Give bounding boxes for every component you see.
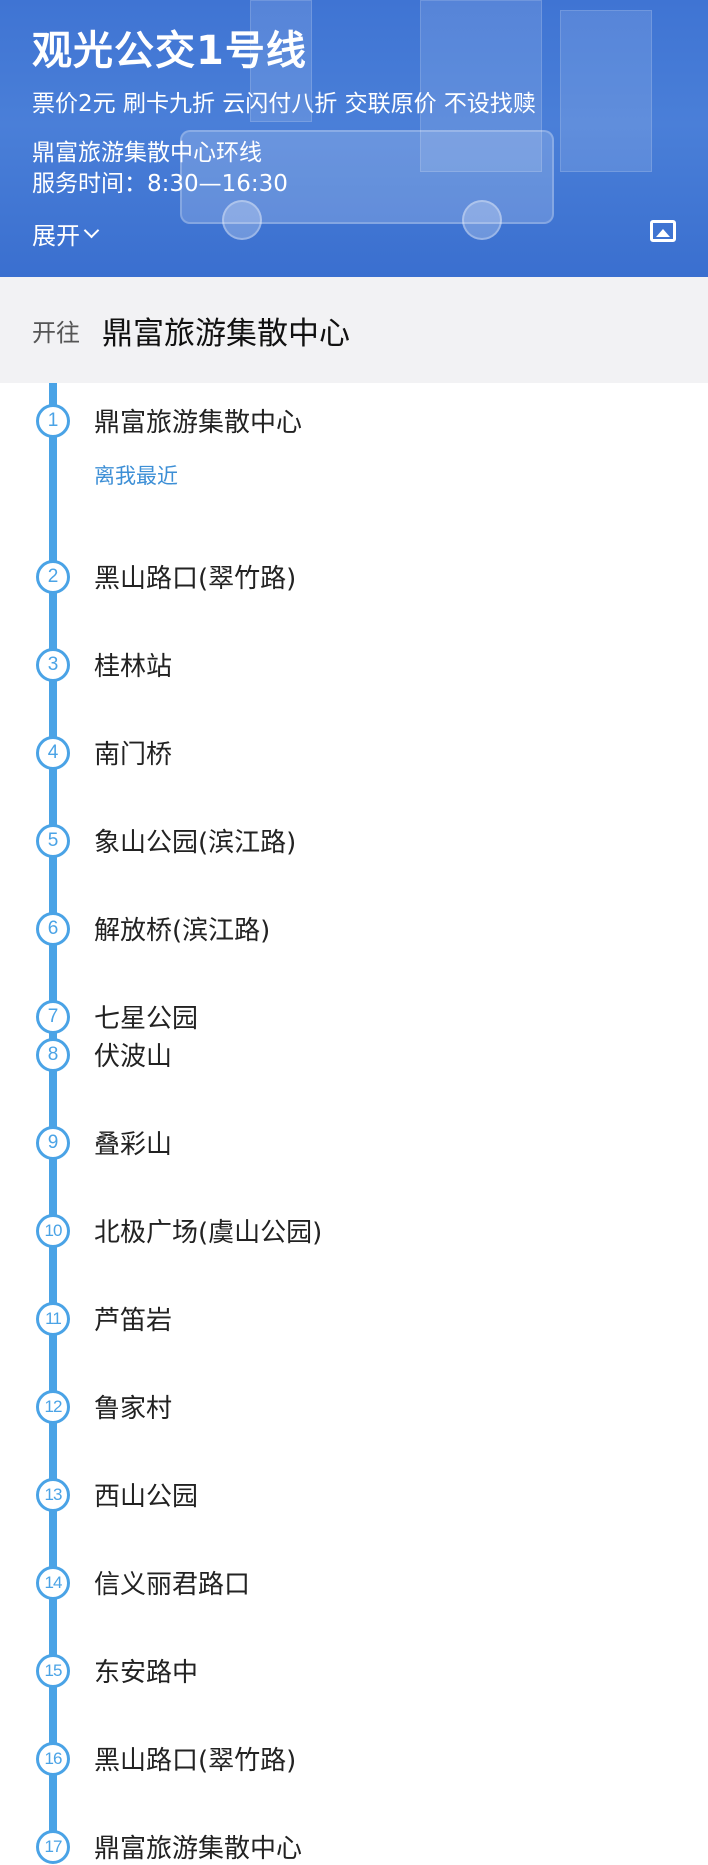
stop-name: 象山公园(滨江路): [94, 828, 297, 858]
background-building: [420, 0, 542, 172]
stop-number-badge: 12: [36, 1390, 70, 1424]
stop-number-badge: 9: [36, 1126, 70, 1160]
stop-name: 鼎富旅游集散中心: [94, 408, 303, 438]
nearest-tag: 离我最近: [94, 464, 178, 488]
expand-button[interactable]: 展开: [32, 216, 100, 251]
stop-number-badge: 15: [36, 1654, 70, 1688]
service-hours: 服务时间：8:30—16:30: [32, 171, 288, 197]
bus-wheel: [222, 200, 262, 240]
line-title: 观光公交1号线: [32, 28, 307, 74]
direction-label: 开往: [32, 318, 80, 347]
image-icon[interactable]: [650, 220, 676, 242]
stop-list: 1 鼎富旅游集散中心 离我最近 2 黑山路口(翠竹路) 3 桂林站 4 南门桥 …: [0, 383, 708, 1864]
stop-name: 东安路中: [94, 1658, 199, 1688]
stop-name: 伏波山: [94, 1042, 173, 1072]
stop-number-badge: 14: [36, 1566, 70, 1600]
route-name: 鼎富旅游集散中心环线: [32, 140, 262, 166]
fare-info: 票价2元 刷卡九折 云闪付八折 交联原价 不设找赎: [32, 91, 536, 117]
stop-name: 信义丽君路口: [94, 1570, 251, 1600]
stop-number-badge: 1: [36, 404, 70, 438]
stop-name: 芦笛岩: [94, 1306, 173, 1336]
route-track-line: [49, 383, 57, 1856]
stop-name: 黑山路口(翠竹路): [94, 564, 297, 594]
stop-name: 七星公园: [94, 1004, 199, 1034]
stop-name: 南门桥: [94, 740, 173, 770]
stop-name: 黑山路口(翠竹路): [94, 1746, 297, 1776]
line-header: 观光公交1号线 票价2元 刷卡九折 云闪付八折 交联原价 不设找赎 鼎富旅游集散…: [0, 0, 708, 277]
stop-number-badge: 6: [36, 912, 70, 946]
bus-wheel: [462, 200, 502, 240]
stop-number-badge: 4: [36, 736, 70, 770]
stop-name: 鲁家村: [94, 1394, 173, 1424]
direction-destination: 鼎富旅游集散中心: [102, 315, 350, 352]
stop-number-badge: 17: [36, 1830, 70, 1864]
stop-number-badge: 2: [36, 560, 70, 594]
stop-name: 西山公园: [94, 1482, 199, 1512]
stop-number-badge: 8: [36, 1038, 70, 1072]
stop-number-badge: 5: [36, 824, 70, 858]
stop-name: 桂林站: [94, 652, 173, 682]
stop-name: 北极广场(虞山公园): [94, 1218, 323, 1248]
background-building: [560, 10, 652, 172]
stop-number-badge: 16: [36, 1742, 70, 1776]
background-building: [250, 0, 312, 122]
direction-bar: 开往 鼎富旅游集散中心: [0, 277, 708, 383]
stop-number-badge: 3: [36, 648, 70, 682]
chevron-down-icon: [83, 222, 100, 239]
stop-number-badge: 10: [36, 1214, 70, 1248]
stop-name: 鼎富旅游集散中心: [94, 1834, 303, 1864]
expand-label: 展开: [32, 222, 80, 250]
background-bus-image: [180, 130, 554, 240]
stop-number-badge: 7: [36, 1000, 70, 1034]
stop-number-badge: 11: [36, 1302, 70, 1336]
stop-number-badge: 13: [36, 1478, 70, 1512]
stop-name: 叠彩山: [94, 1130, 173, 1160]
stop-name: 解放桥(滨江路): [94, 916, 271, 946]
